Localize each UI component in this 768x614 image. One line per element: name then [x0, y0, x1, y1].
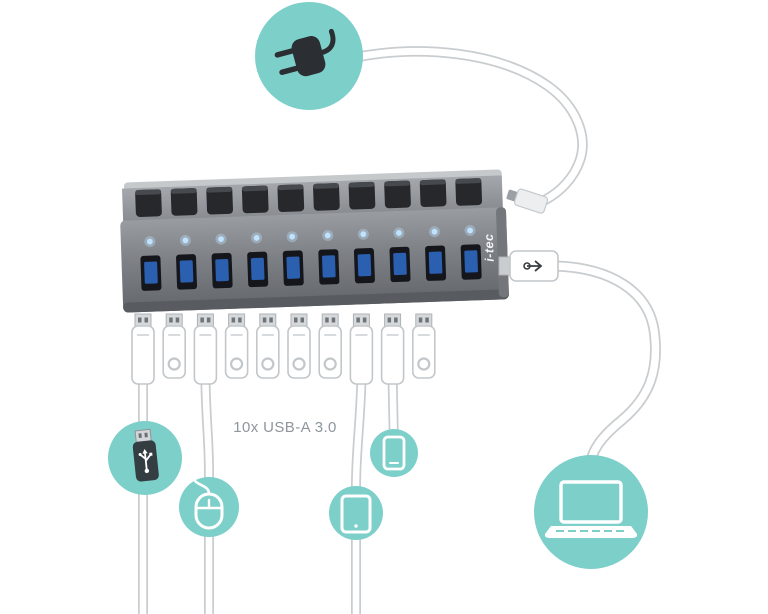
usb-port: [318, 249, 340, 285]
laptop-circle: [534, 455, 648, 569]
tablet-circle: [329, 486, 383, 540]
usb-plug: [287, 313, 311, 379]
led-indicator: [428, 226, 440, 238]
power-button: [419, 179, 447, 208]
superspeed-usb-logo: [523, 260, 543, 272]
usb-port: [460, 244, 482, 280]
power-button: [170, 188, 198, 216]
usb-uplink-connector: [498, 250, 559, 282]
laptop-icon: [544, 480, 638, 538]
mouse-circle: [179, 477, 239, 537]
led-indicator: [357, 228, 369, 240]
usb-port: [389, 246, 411, 283]
caption-text: 10x USB-A 3.0: [233, 419, 337, 436]
led-indicator: [322, 229, 334, 241]
usb-hub: i-tec: [120, 169, 509, 313]
usb-port: [282, 250, 304, 286]
dc-power-connector: [506, 188, 549, 214]
hub-brand-logo: i-tec: [482, 233, 497, 262]
usb-port: [247, 251, 269, 288]
power-button: [206, 186, 233, 215]
flash-drive-icon: [132, 428, 159, 482]
usb-port: [176, 254, 198, 290]
smartphone-icon: [382, 435, 406, 471]
led-indicator: [144, 236, 156, 248]
led-indicator: [215, 233, 227, 245]
usb-plug: [380, 313, 405, 385]
led-indicator: [179, 234, 191, 246]
smartphone-circle: [370, 429, 418, 477]
power-cable: [346, 46, 588, 206]
power-button: [384, 180, 411, 209]
usb-port: [425, 245, 447, 281]
led-indicator: [251, 232, 263, 244]
tablet-icon: [340, 494, 372, 534]
usb-plug: [193, 313, 218, 385]
usb-plugs: [131, 313, 436, 385]
usb-plug: [318, 313, 343, 379]
led-indicator: [393, 227, 405, 239]
usb-plug: [162, 313, 186, 379]
power-button: [313, 183, 340, 211]
usb-plug: [411, 313, 436, 379]
usb-plug: [131, 313, 155, 385]
hub-bottom-edge: [123, 289, 509, 313]
usb-plug: [224, 313, 249, 379]
usb-plug: [255, 313, 280, 379]
power-circle: [255, 2, 363, 110]
led-indicator: [286, 231, 298, 243]
power-button: [135, 189, 162, 217]
power-button: [241, 185, 269, 214]
led-indicator: [464, 224, 476, 236]
usb-plug: [349, 313, 374, 385]
mouse-icon: [193, 479, 224, 530]
plug-cables: [138, 373, 399, 614]
power-plug-icon: [274, 28, 336, 77]
hub-controls: [135, 178, 483, 291]
usb-port: [353, 247, 375, 284]
usb-port: [211, 252, 233, 289]
uplink-cable: [550, 260, 662, 476]
power-button: [455, 178, 483, 206]
power-button: [277, 184, 305, 213]
flash-drive-circle: [108, 421, 182, 495]
power-button: [348, 181, 376, 210]
usb-port: [140, 255, 162, 291]
